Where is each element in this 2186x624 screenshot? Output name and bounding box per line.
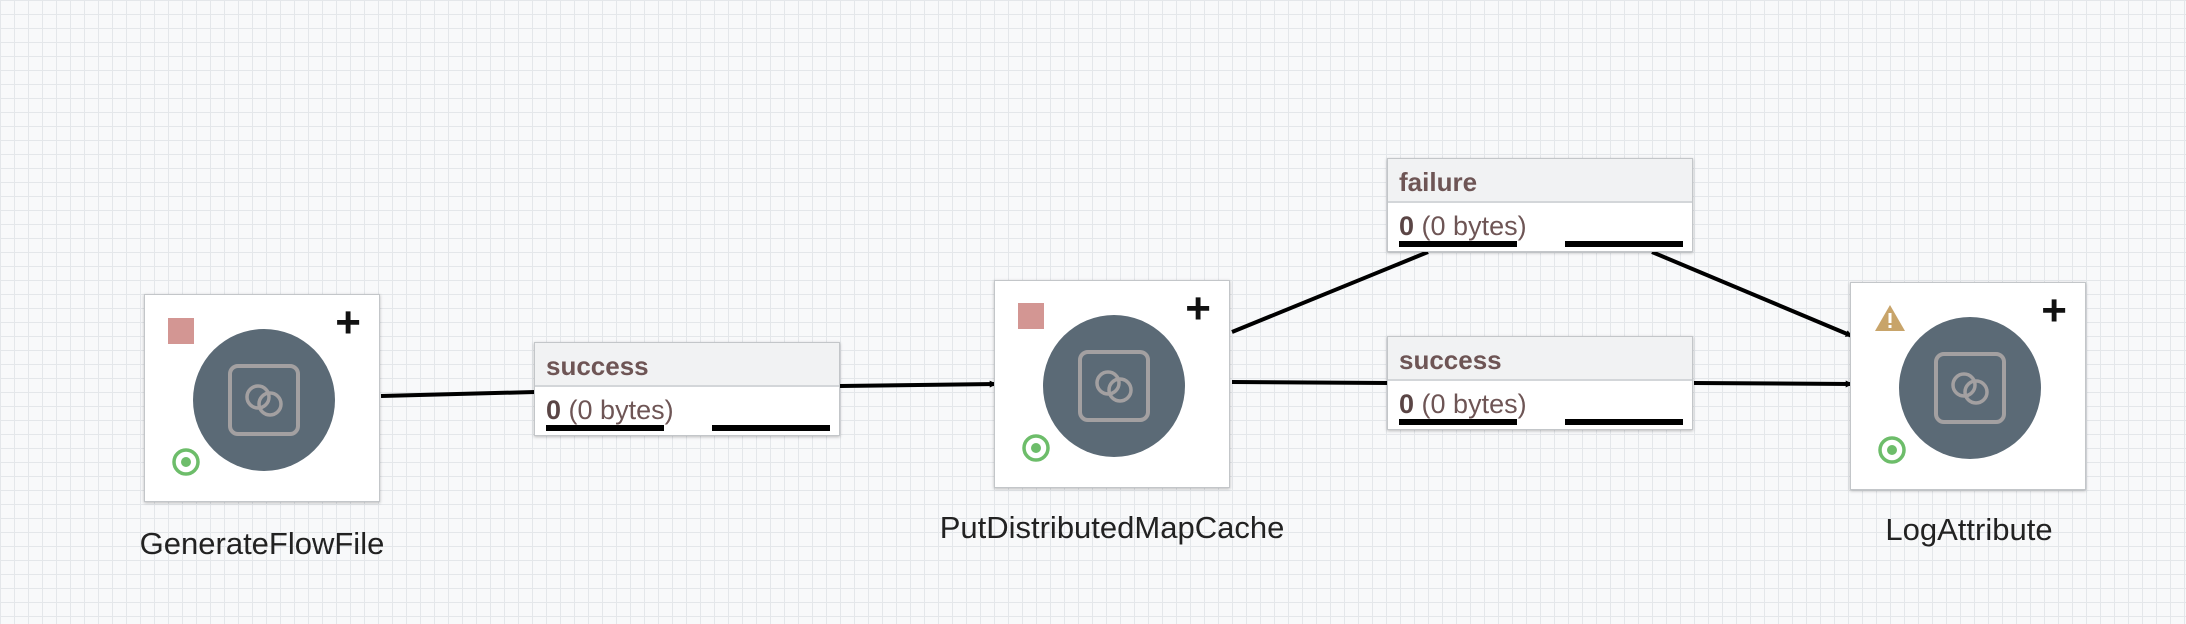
add-icon[interactable]: + xyxy=(2041,286,2067,335)
enabled-icon xyxy=(172,448,200,476)
add-icon[interactable]: + xyxy=(1185,284,1211,333)
edge-failure-arrow[interactable] xyxy=(1651,250,1853,338)
processor-icon xyxy=(193,329,335,471)
processor-icon xyxy=(1043,315,1185,457)
queued-size: (0 bytes) xyxy=(1421,389,1527,419)
stop-icon xyxy=(168,318,194,344)
enabled-icon xyxy=(1022,434,1050,462)
processor-name: LogAttribute xyxy=(1885,512,2053,547)
stop-icon xyxy=(1018,303,1044,329)
queue-size-bar xyxy=(712,425,830,431)
processor-generateflowfile[interactable]: + xyxy=(144,294,380,502)
queue-count-bar xyxy=(1399,419,1517,425)
warning-icon xyxy=(1875,305,1905,331)
processor-name: PutDistributedMapCache xyxy=(939,510,1285,545)
processor-name: GenerateFlowFile xyxy=(139,526,385,561)
queue-status: 0 (0 bytes) xyxy=(535,387,839,426)
edge-success-2-arrow[interactable] xyxy=(1693,380,1853,388)
queue-count-bar xyxy=(546,425,664,431)
processor-icon xyxy=(1899,317,2041,459)
processor-logattribute[interactable]: + xyxy=(1850,282,2086,490)
edge-failure-start[interactable] xyxy=(1231,250,1429,334)
connection-label-success[interactable]: success 0 (0 bytes) xyxy=(1387,336,1693,430)
queue-status: 0 (0 bytes) xyxy=(1388,203,1692,242)
relationship-name: success xyxy=(1388,337,1692,381)
relationship-name: success xyxy=(535,343,839,387)
connection-label-success[interactable]: success 0 (0 bytes) xyxy=(534,342,840,436)
enabled-icon xyxy=(1878,436,1906,464)
edge-success-1[interactable] xyxy=(380,390,536,398)
add-icon[interactable]: + xyxy=(335,298,361,347)
connection-label-failure[interactable]: failure 0 (0 bytes) xyxy=(1387,158,1693,252)
queued-size: (0 bytes) xyxy=(1421,211,1527,241)
queue-size-bar xyxy=(1565,241,1683,247)
queued-count: 0 xyxy=(1399,389,1415,419)
processor-putdistributedmapcache[interactable]: + xyxy=(994,280,1230,488)
queue-status: 0 (0 bytes) xyxy=(1388,381,1692,420)
queued-count: 0 xyxy=(546,395,562,425)
queued-count: 0 xyxy=(1399,211,1415,241)
queued-size: (0 bytes) xyxy=(568,395,674,425)
edge-success-1-arrow[interactable] xyxy=(839,380,997,388)
queue-size-bar xyxy=(1565,419,1683,425)
edge-success-2-start[interactable] xyxy=(1231,380,1389,385)
relationship-name: failure xyxy=(1388,159,1692,203)
queue-count-bar xyxy=(1399,241,1517,247)
